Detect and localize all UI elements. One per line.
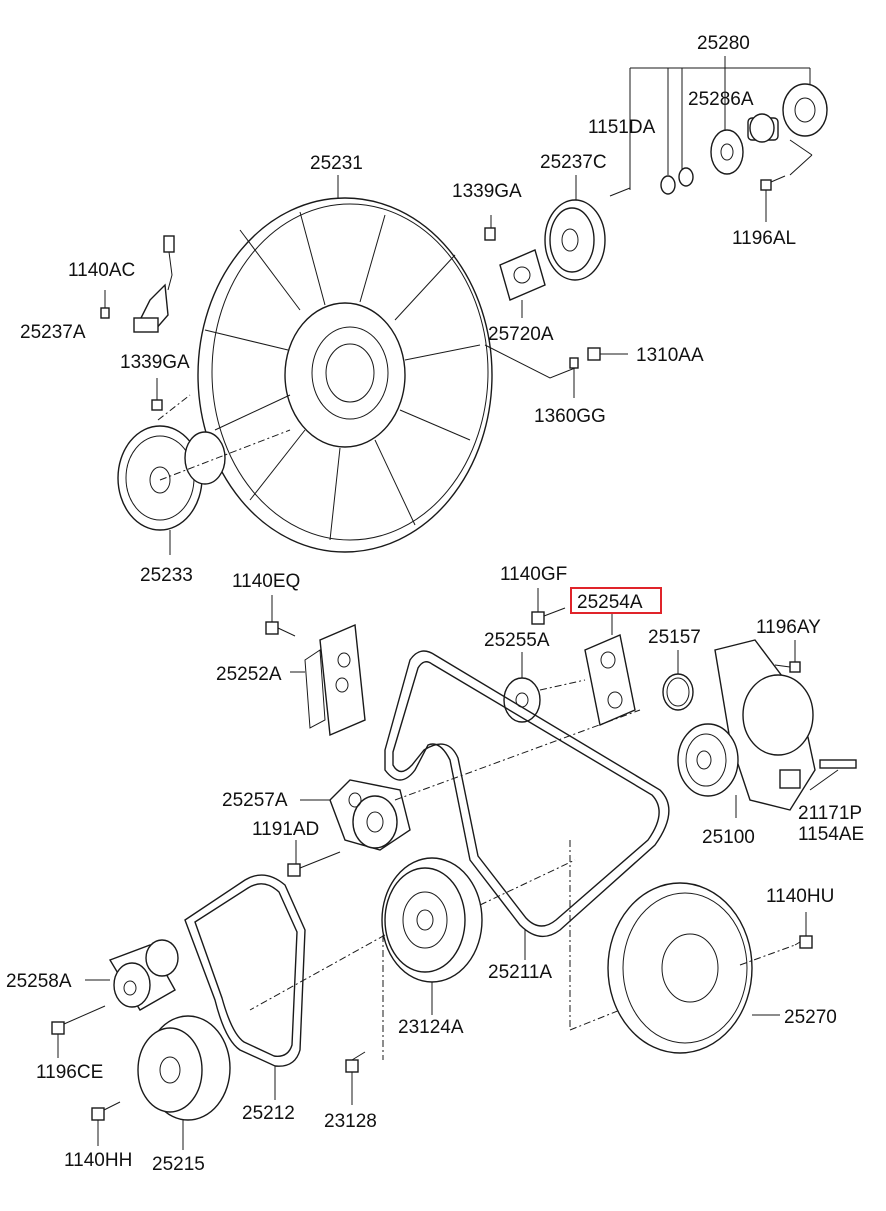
stud-21171P — [809, 759, 857, 791]
label-1310AA: 1310AA — [636, 345, 704, 366]
label-1140HU: 1140HU — [766, 886, 834, 907]
label-21171P: 21171P — [798, 803, 862, 824]
bolt-1196CE — [51, 1005, 106, 1058]
gasket-25157 — [662, 650, 694, 711]
washer-1360GG — [484, 344, 579, 398]
bolt-1140HH — [91, 1101, 121, 1146]
bolt-1191AD — [287, 840, 341, 877]
label-25280: 25280 — [697, 33, 750, 54]
pulley-25237C — [544, 175, 606, 281]
tensioner-25257A — [300, 709, 641, 851]
fan-25231 — [197, 175, 493, 553]
fan-clutch-25233 — [117, 394, 291, 555]
label-1339GA-left: 1339GA — [120, 352, 190, 373]
label-1360GG: 1360GG — [534, 406, 606, 427]
label-25231: 25231 — [310, 153, 363, 174]
pulley-25215 — [137, 1015, 231, 1150]
sensor-bracket-25237A — [100, 235, 175, 333]
label-1140HH: 1140HH — [64, 1150, 132, 1171]
label-25215: 25215 — [152, 1154, 205, 1175]
label-25237C: 25237C — [540, 152, 607, 173]
label-25254A: 25254A — [577, 592, 643, 613]
water-pump-25100 — [677, 639, 816, 818]
label-25257A: 25257A — [222, 790, 288, 811]
tensioner-25258A — [85, 939, 179, 1011]
damper-25270 — [569, 882, 796, 1054]
label-25237A: 25237A — [20, 322, 86, 343]
washers-1151DA — [609, 167, 694, 197]
bolt-1140EQ — [265, 595, 296, 637]
crank-pulley-23124A — [249, 840, 576, 1060]
label-1196AL: 1196AL — [732, 228, 796, 249]
label-25286A: 25286A — [688, 89, 754, 110]
label-1196CE: 1196CE — [36, 1062, 103, 1083]
bracket-25280 — [629, 56, 811, 190]
tensioner-bracket-25254A — [539, 612, 636, 726]
label-25258A: 25258A — [6, 971, 72, 992]
label-25255A: 25255A — [484, 630, 550, 651]
belt-25212 — [184, 874, 306, 1100]
label-1140GF: 1140GF — [500, 564, 567, 585]
bolt-1140GF — [531, 588, 566, 625]
nut-1339GA-left — [151, 378, 163, 411]
bracket-25252A — [290, 623, 366, 737]
label-25212: 25212 — [242, 1103, 295, 1124]
label-25233: 25233 — [140, 565, 193, 586]
label-1140AC: 1140AC — [68, 260, 135, 281]
label-25100: 25100 — [702, 827, 755, 848]
label-23128: 23128 — [324, 1111, 377, 1132]
label-1140EQ: 1140EQ — [232, 571, 300, 592]
label-25211A: 25211A — [488, 962, 552, 983]
bolt-23128 — [345, 1051, 366, 1105]
bolt-1196AY — [774, 640, 801, 673]
bolt-1140HU — [794, 912, 813, 949]
label-23124A: 23124A — [398, 1017, 464, 1038]
label-1151DA: 1151DA — [588, 117, 656, 138]
label-25270: 25270 — [784, 1007, 837, 1028]
label-25252A: 25252A — [216, 664, 282, 685]
label-1196AY: 1196AY — [756, 617, 821, 638]
pulley-hub-25286A — [710, 83, 828, 175]
highlight-box-25254A — [570, 587, 662, 614]
label-25720A: 25720A — [488, 324, 554, 345]
belt-25211A — [384, 650, 670, 960]
label-1191AD: 1191AD — [252, 819, 319, 840]
label-1154AE: 1154AE — [798, 824, 864, 845]
idler-25255A — [503, 652, 541, 723]
label-25157: 25157 — [648, 627, 701, 648]
label-1339GA-top: 1339GA — [452, 181, 522, 202]
nut-1310AA — [587, 347, 628, 361]
flange-25720A — [484, 215, 546, 318]
bolt-1196AL — [760, 139, 813, 222]
